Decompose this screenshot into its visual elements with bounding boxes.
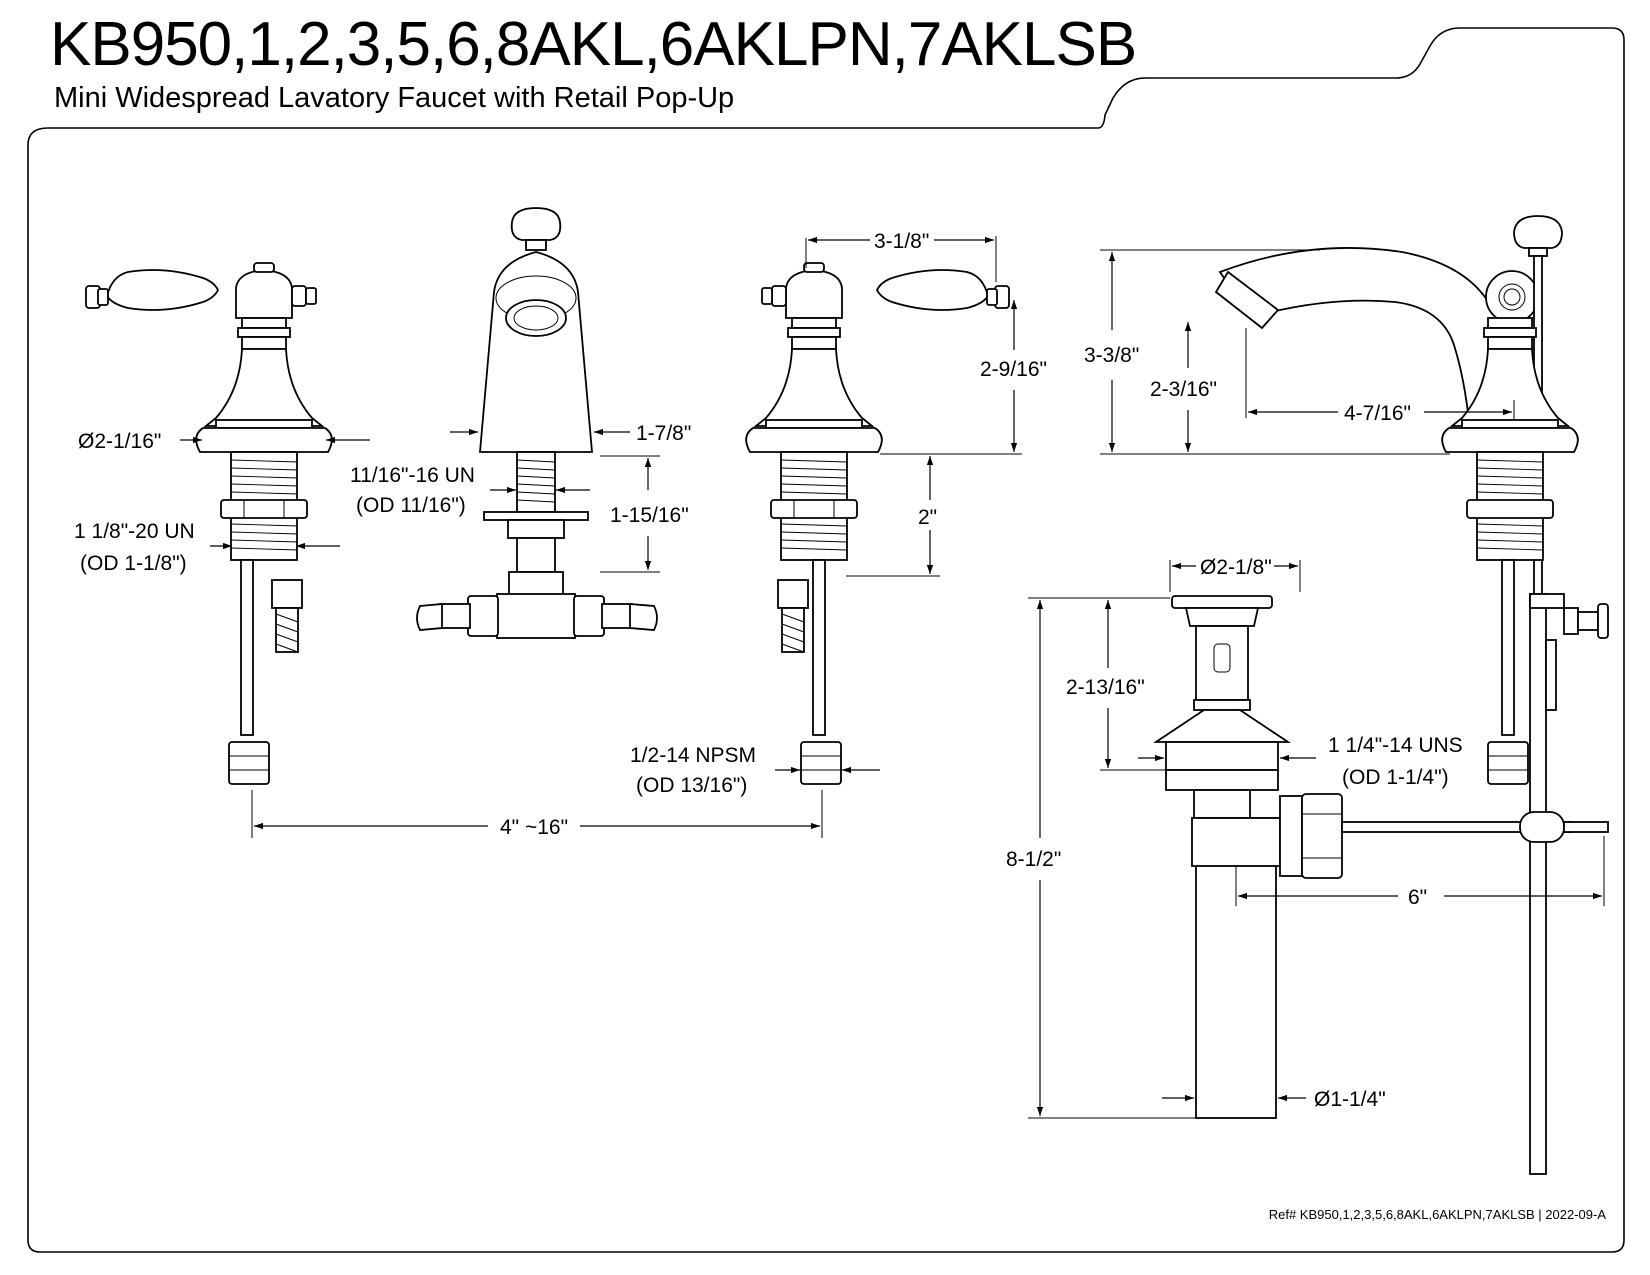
page-title: KB950,1,2,3,5,6,8AKL,6AKLPN,7AKLSB — [50, 10, 1137, 79]
dim-overall-height: 3-3/8" — [1084, 344, 1139, 367]
dim-drain-thread: 1 1/4"-14 UNS — [1328, 734, 1463, 757]
dim-spout-height: 2-3/16" — [1150, 378, 1217, 401]
left-mounting-nut — [220, 499, 308, 519]
left-handle-hub — [235, 269, 293, 319]
right-handle-assembly — [745, 262, 1010, 785]
braided-hose-right — [629, 603, 658, 631]
right-supply-nut — [800, 741, 842, 785]
braided-hose-left — [416, 603, 443, 631]
drain-flange-body — [1153, 709, 1291, 743]
dim-supply-thread-od: (OD 13/16") — [636, 774, 747, 797]
left-handle-assembly — [85, 262, 333, 785]
aerator — [505, 299, 567, 337]
right-handle-flange — [745, 427, 883, 453]
spout-body-front — [479, 251, 593, 453]
dim-handle-thread-od: (OD 1-1/8") — [80, 552, 187, 575]
dim-handle-reach: 3-1/8" — [874, 230, 929, 253]
left-handle-bell — [203, 348, 325, 427]
drain-nut — [1165, 769, 1279, 791]
dim-spout-base: 1-7/8" — [636, 422, 691, 445]
page-subtitle: Mini Widespread Lavatory Faucet with Ret… — [54, 82, 735, 114]
drain-cap — [1171, 595, 1273, 609]
dim-lift-rod: 6" — [1408, 886, 1427, 909]
left-lever-handle — [106, 269, 220, 311]
left-supply-nut — [228, 741, 270, 785]
popup-drain — [1153, 595, 1609, 1119]
sheet-frame — [27, 27, 1625, 1253]
reference-number: Ref# KB950,1,2,3,5,6,8AKL,6AKLPN,7AKLSB … — [1268, 1207, 1606, 1222]
dim-tailpiece-dia: Ø1-1/4" — [1314, 1088, 1386, 1111]
spout-finial — [510, 207, 562, 241]
dim-flange-dia: Ø2-1/16" — [78, 430, 161, 453]
lift-rod-strap — [1529, 593, 1547, 1175]
dim-drain-body: 2-13/16" — [1066, 676, 1145, 699]
dim-shank-length: 2" — [918, 506, 937, 529]
dim-handle-thread: 1 1/8"-20 UN — [74, 520, 195, 543]
dim-drain-thread-od: (OD 1-1/4") — [1342, 766, 1449, 789]
spout-nut — [507, 519, 565, 539]
dimension-lines — [180, 236, 1605, 1119]
pivot-nut — [1279, 795, 1303, 877]
dim-handle-height: 2-9/16" — [980, 358, 1047, 381]
dim-spout-thread: 11/16"-16 UN — [350, 464, 475, 487]
dim-drain-overall: 8-1/2" — [1006, 848, 1061, 871]
dimension-labels: Ø2-1/16" 1 1/8"-20 UN (OD 1-1/8") 11/16"… — [74, 230, 1463, 1111]
left-handle-flange — [195, 427, 333, 453]
spout-side-view — [1214, 215, 1609, 1175]
lift-rod-knob — [1513, 215, 1563, 249]
drain-stopper-body — [1195, 625, 1249, 701]
spout-tip — [1214, 270, 1280, 330]
handle-side-hub — [1485, 270, 1539, 324]
right-lever-handle — [875, 269, 989, 311]
dim-drain-flange: Ø2-1/8" — [1200, 556, 1272, 579]
dim-spout-thread-od: (OD 11/16") — [356, 494, 466, 517]
spout-front-view — [416, 207, 658, 639]
dim-spout-shank: 1-15/16" — [610, 504, 689, 527]
right-handle-hub — [785, 269, 843, 319]
dim-supply-thread: 1/2-14 NPSM — [630, 744, 756, 767]
dim-spread: 4" ~16" — [500, 816, 568, 839]
dim-spout-reach: 4-7/16" — [1344, 402, 1411, 425]
